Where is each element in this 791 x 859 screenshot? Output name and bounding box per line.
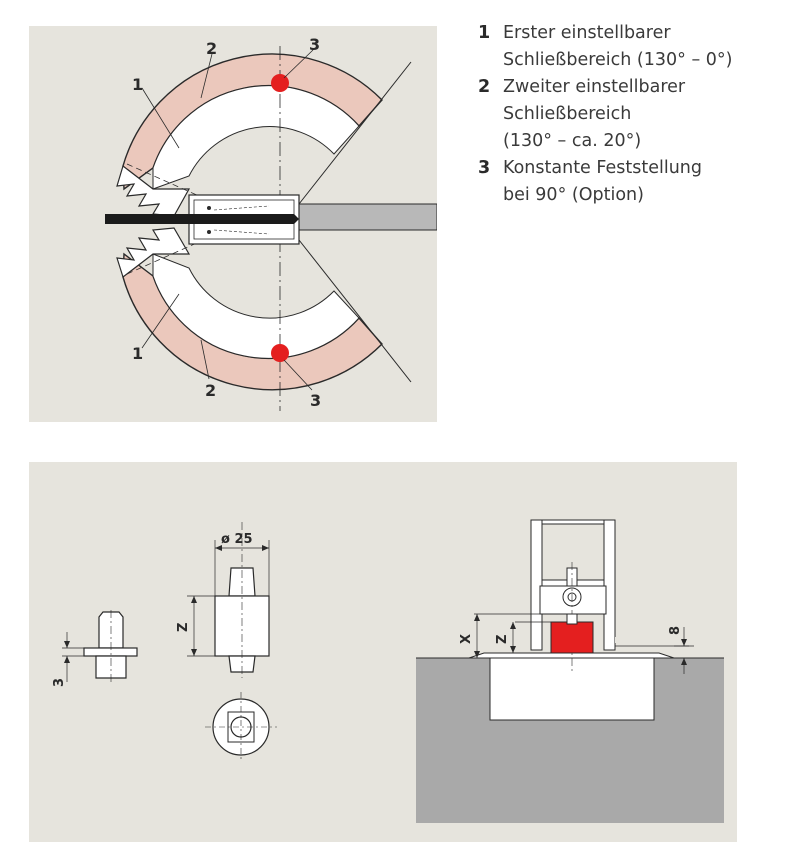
dash-ray-upper [126, 163, 245, 217]
legend-item-1: 1 Erster einstellbarer Schließbereich (1… [478, 20, 778, 74]
closer-screw-top [207, 206, 211, 210]
label-1-lower: 1 [132, 344, 143, 363]
label-3-lower: 3 [310, 391, 321, 410]
dim-label-z-right: Z [495, 635, 510, 644]
closing-range-diagram: 1 2 3 1 2 3 [29, 26, 437, 422]
dim-label-3: 3 [52, 678, 67, 687]
label-2-upper: 2 [206, 39, 217, 58]
leader-1-lower [141, 293, 180, 349]
pivot-small [62, 610, 138, 682]
closer-line-b [213, 229, 270, 235]
closer-arm [105, 214, 299, 224]
legend-item-2: 2 Zweiter einstellbarer Schließbereich (… [478, 74, 778, 155]
lower-inner-band [152, 253, 360, 359]
jagged-edge-lower [116, 227, 191, 278]
label-3-upper: 3 [309, 35, 320, 54]
floor-section [416, 652, 724, 823]
leader-3-lower [283, 359, 313, 391]
legend-number: 1 [478, 23, 491, 43]
closer-screw-bottom [207, 230, 211, 234]
leader-2-lower [200, 339, 210, 380]
leader-1-upper [141, 87, 180, 149]
closer-line-a [213, 205, 270, 211]
leader-2-upper [200, 53, 213, 99]
legend: 1 Erster einstellbarer Schließbereich (1… [478, 20, 778, 209]
dim-label-8: 8 [668, 626, 683, 635]
legend-number: 2 [478, 77, 491, 97]
legend-text: Zweiter einstellbarer Schließbereich (13… [503, 77, 686, 151]
dim-label-x: X [459, 634, 474, 644]
dim-label-z-left: Z [176, 623, 191, 632]
diag-line-upper [298, 61, 412, 205]
pivot-top-view [205, 692, 277, 762]
marker-upper [271, 74, 289, 92]
legend-item-3: 3 Konstante Feststellung bei 90° (Option… [478, 155, 778, 209]
dash-ray-lower [126, 221, 245, 275]
installation-diagram: 3 ø 25 Z [29, 462, 737, 842]
leader-3-upper [283, 49, 314, 79]
legend-text: Konstante Feststellung bei 90° (Option) [503, 158, 703, 205]
door-frame [474, 519, 724, 672]
door-leaf [298, 203, 437, 231]
marker-lower [271, 344, 289, 362]
diag-line-lower [298, 239, 412, 383]
legend-number: 3 [478, 158, 491, 178]
label-2-lower: 2 [205, 381, 216, 400]
pivot-large [187, 522, 270, 678]
legend-text: Erster einstellbarer Schließbereich (130… [503, 23, 733, 70]
label-1-upper: 1 [132, 75, 143, 94]
dim-label-diameter: ø 25 [221, 532, 253, 547]
upper-inner-band [152, 85, 360, 190]
